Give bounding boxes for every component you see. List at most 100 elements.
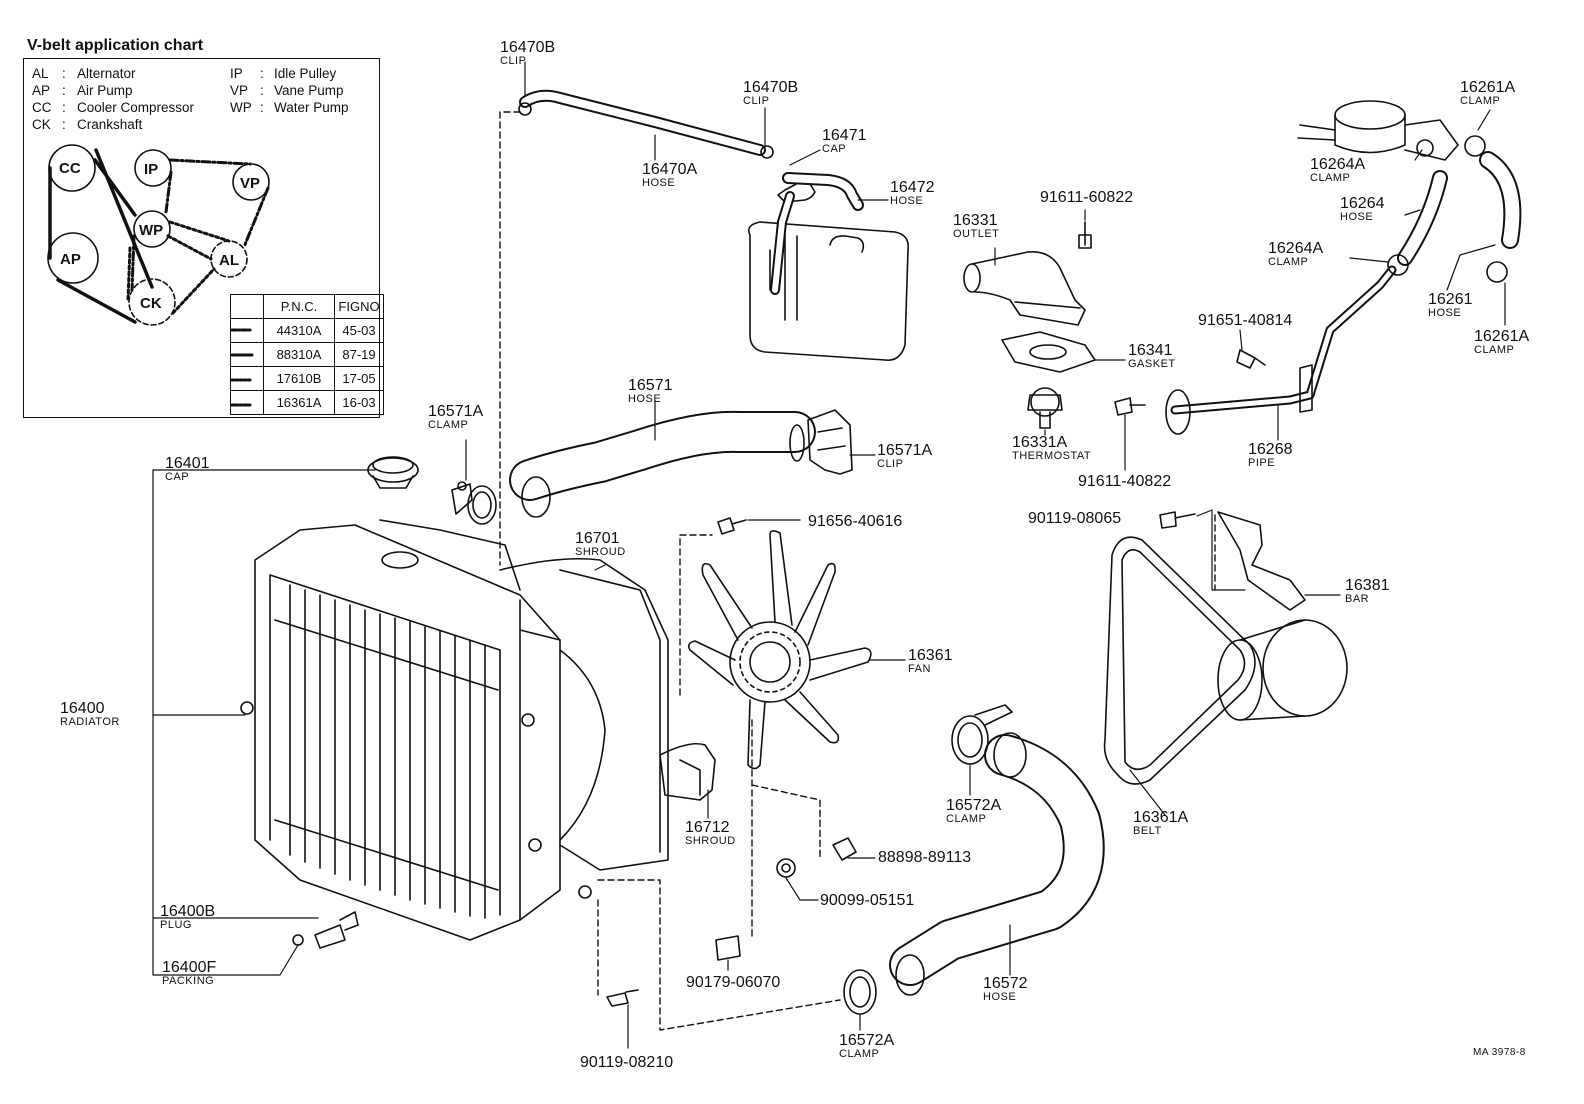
table-cell-figno: 17-05: [334, 366, 384, 391]
radiator: [240, 519, 592, 941]
upper-hose-16571: [509, 410, 816, 518]
part-number: 16400F: [162, 959, 217, 976]
part-number: 90179-06070: [686, 974, 781, 991]
part-number: 90119-08065: [1028, 510, 1122, 527]
part-callout: 91611-60822: [1040, 190, 1133, 206]
part-number: 16701: [575, 530, 620, 547]
part-number: 16264A: [1310, 156, 1366, 173]
part-name: CAP: [165, 471, 190, 483]
part-name: THERMOSTAT: [1012, 450, 1092, 462]
bolt-90119-08210: [606, 989, 639, 1007]
assembly-dashed-lines: [499, 111, 1216, 1031]
table-cell-figno: 45-03: [334, 318, 384, 343]
pulley-ip: [134, 149, 172, 187]
part-number: 16264A: [1268, 240, 1324, 257]
part-number: 91611-40822: [1078, 473, 1172, 490]
belt-application-table: P.N.C. FIGNO 44310A 45-03 88310A 87-19 1…: [230, 294, 384, 415]
part-number: 16571: [628, 377, 673, 394]
part-number: 16361A: [1133, 809, 1189, 826]
part-name: SHROUD: [685, 835, 736, 847]
abbr-name-ip: Idle Pulley: [274, 66, 337, 81]
part-number: 16381: [1345, 577, 1390, 594]
gasket: [1001, 331, 1096, 373]
part-number: 16571A: [428, 403, 484, 420]
part-name: HOSE: [890, 195, 924, 207]
part-callout: 91651-40814: [1198, 313, 1292, 329]
part-name: BELT: [1133, 825, 1162, 837]
pulley-label-wp: WP: [139, 222, 164, 239]
pulley-ck: [128, 278, 176, 326]
pulley-assembly: [1217, 619, 1348, 721]
abbr-name-wp: Water Pump: [274, 100, 349, 115]
pulley-label-ap: AP: [60, 251, 81, 268]
part-number: 16471: [822, 127, 867, 144]
abbr-name-ck: Crankshaft: [77, 117, 143, 132]
part-name: HOSE: [642, 177, 676, 189]
table-cell-figno: 87-19: [334, 342, 384, 367]
part-number: 16470B: [500, 39, 556, 56]
abbr-code-cc: CC: [32, 100, 52, 115]
part-name: PIPE: [1248, 457, 1276, 469]
bolt-90119-08065: [1159, 511, 1196, 529]
part-callout: 88898-89113: [878, 850, 971, 866]
pulley-label-cc: CC: [59, 160, 81, 177]
clip-16571a: [807, 409, 853, 475]
part-name: CLIP: [500, 55, 527, 67]
part-number: 16712: [685, 819, 730, 836]
part-name: BAR: [1345, 593, 1370, 605]
part-callout: 90119-08210: [580, 1055, 673, 1071]
plate-88898-89113: [832, 837, 857, 861]
part-number: 16261: [1428, 291, 1473, 308]
part-name: GASKET: [1128, 358, 1176, 370]
pulley-label-al: AL: [219, 252, 239, 269]
belt-solid: [48, 148, 154, 324]
table-cell-pnc: 44310A: [263, 318, 335, 343]
part-name: OUTLET: [953, 228, 1000, 240]
abbr-name-ap: Air Pump: [77, 83, 133, 98]
radiator-cap: [367, 456, 419, 489]
lower-hose: [889, 732, 1105, 996]
part-number: 16572A: [839, 1032, 895, 1049]
hose-16264: [1397, 170, 1448, 266]
part-name: CAP: [822, 143, 847, 155]
part-number: 16331A: [1012, 434, 1068, 451]
part-name: FAN: [908, 663, 931, 675]
belt-dash-dot: [130, 158, 270, 292]
part-number: 16361: [908, 647, 953, 664]
table-pattern-cell: [230, 390, 264, 415]
pulley-ap: [47, 232, 99, 284]
table-cell-pnc: 17610B: [263, 366, 335, 391]
hose-16472: [770, 172, 864, 295]
part-name: HOSE: [1428, 307, 1462, 319]
part-callout: 90179-06070: [686, 975, 780, 991]
table-row: 16361A 16-03: [230, 390, 384, 415]
bolt-91611-40822: [1114, 397, 1146, 416]
leader-lines: [152, 61, 1506, 1049]
part-name: CLIP: [877, 458, 904, 470]
water-outlet: [963, 251, 1086, 326]
part-number: 16331: [953, 212, 998, 229]
pulley-label-ip: IP: [144, 161, 159, 178]
part-number: 16401: [165, 455, 210, 472]
abbr-sep: :: [260, 100, 264, 115]
part-number: 16261A: [1460, 79, 1516, 96]
part-name: HOSE: [983, 991, 1017, 1003]
table-row: 44310A 45-03: [230, 318, 384, 343]
part-number: 16571A: [877, 442, 933, 459]
reservoir-tank: [747, 180, 910, 362]
part-name: CLIP: [743, 95, 770, 107]
